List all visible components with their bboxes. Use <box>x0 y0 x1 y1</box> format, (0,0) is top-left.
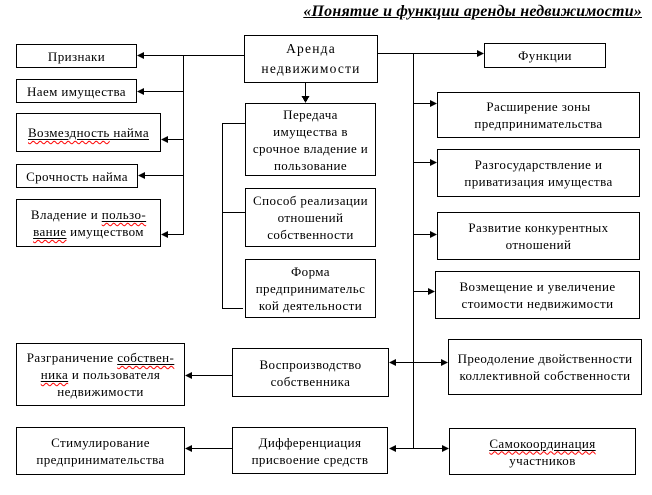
node-srochnost-najma: Срочность найма <box>16 164 138 188</box>
node-label: Развитие конкурентных отношений <box>468 220 609 252</box>
node-label: Преодоление двойственности коллективной … <box>457 351 633 383</box>
node-razgranichenie-sobstvennika: Разграничение собствен-ника и пользовате… <box>16 343 185 406</box>
diagram-title: «Понятие и функции аренды недвижимости» <box>303 3 642 20</box>
node-razgosudarstvlenie: Разгосударствление и приватизация имущес… <box>437 149 640 197</box>
node-label: Признаки <box>47 48 106 64</box>
node-label: Стимулирование предпринимательства <box>36 435 165 467</box>
misspelled-word: ника <box>40 367 69 382</box>
node-label: Дифференциация присвоение средств <box>251 434 369 467</box>
misspelled-word: вание <box>33 224 67 239</box>
node-label: Воспроизводство собственника <box>259 356 362 389</box>
node-naem-imushchestva: Наем имущества <box>16 79 137 103</box>
node-forma-deyatelnosti: Форма предпринимательс кой деятельности <box>245 259 376 318</box>
node-vozmezdnost-najma: Возмездность найма <box>16 113 161 152</box>
node-razvitie-otnoshenij: Развитие конкурентных отношений <box>437 212 640 260</box>
node-peredacha-imushchestva: Передача имущества в срочное владение и … <box>245 103 376 176</box>
node-label-rest: найма <box>109 125 149 140</box>
node-label: Функции <box>518 48 572 63</box>
node-arenda-nedvizhimosti: Аренда недвижимости <box>244 35 378 83</box>
node-label: Аренда недвижимости <box>261 41 361 76</box>
node-funkcii: Функции <box>484 43 606 68</box>
node-vozmeshhenie-stoimosti: Возмещение и увеличение стоимости недвиж… <box>435 271 640 319</box>
misspelled-word: собствен- <box>117 350 175 365</box>
node-priznaki: Признаки <box>16 44 137 68</box>
node-rasshirenie-zony: Расширение зоны предпринимательства <box>437 92 640 138</box>
node-stimulirovanie-predprinimatelstva: Стимулирование предпринимательства <box>16 427 185 475</box>
node-vladenie-i-polzovanie: Владение и пользо-вание имуществом <box>16 199 161 247</box>
node-label: Разграничение собствен-ника и пользовате… <box>26 350 175 399</box>
misspelled-word: Самокоординация <box>489 435 596 451</box>
node-label: Передача имущества в срочное владение и … <box>252 106 369 173</box>
misspelled-word: Возмездность <box>27 125 110 140</box>
node-label: Способ реализации отношений собственност… <box>253 193 368 242</box>
node-label: Наем имущества <box>27 83 126 99</box>
node-sposob-realizacii: Способ реализации отношений собственност… <box>245 188 376 247</box>
node-label: Владение и пользо-вание имуществом <box>30 207 147 239</box>
node-label: Форма предпринимательс кой деятельности <box>255 264 366 313</box>
node-label: Срочность найма <box>26 168 128 184</box>
node-differenciacija-sredstv: Дифференциация присвоение средств <box>232 427 388 474</box>
node-preodolenie-dvojstvennosti: Преодоление двойственности коллективной … <box>448 339 642 395</box>
node-label: Возмездность найма <box>28 124 149 141</box>
misspelled-word: пользо- <box>101 207 147 222</box>
node-label: Возмещение и увеличение стоимости недвиж… <box>459 279 616 311</box>
node-label: Расширение зоны предпринимательства <box>474 99 603 131</box>
node-label: Разгосударствление и приватизация имущес… <box>464 157 613 189</box>
node-vosproizvodstvo-sobstvennika: Воспроизводство собственника <box>232 348 389 397</box>
